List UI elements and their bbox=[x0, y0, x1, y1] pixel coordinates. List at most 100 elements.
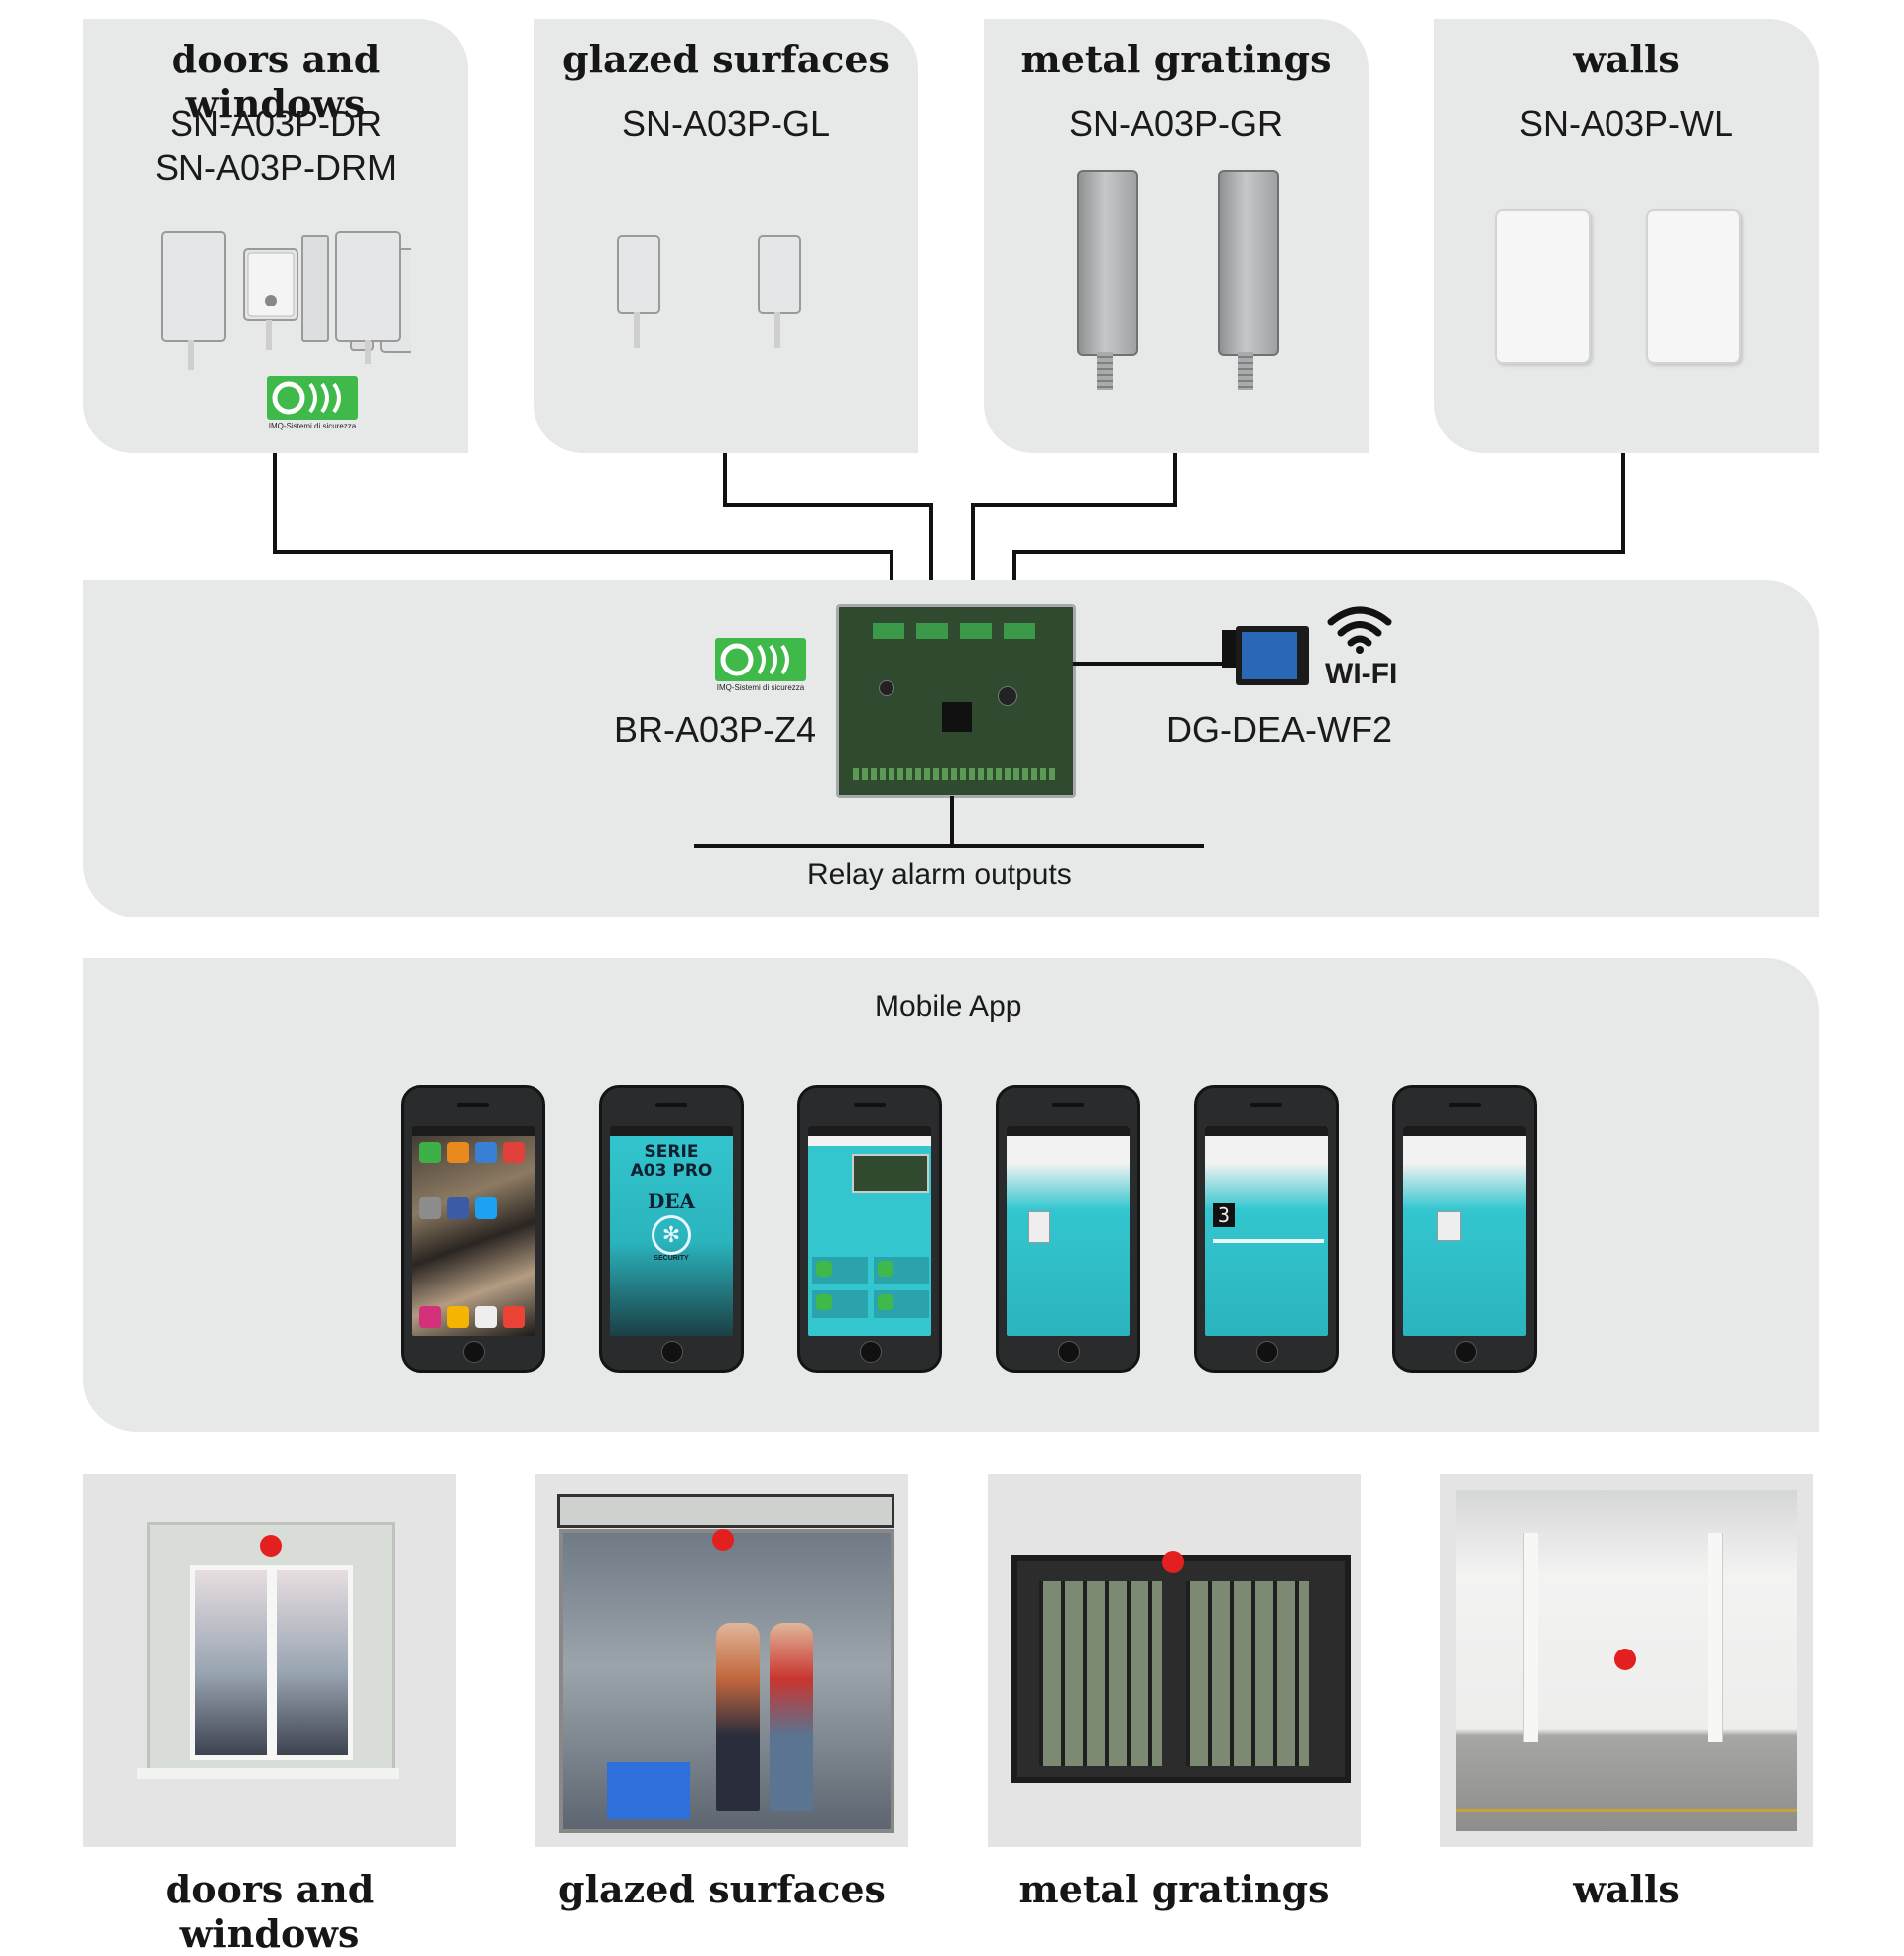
sensor-cable bbox=[774, 312, 780, 348]
sensor-thumbnail bbox=[1028, 1211, 1050, 1243]
application-title: metal gratings bbox=[1018, 1867, 1330, 1911]
floor-line bbox=[1456, 1809, 1797, 1812]
sensor-cable bbox=[1097, 352, 1113, 390]
app-icon bbox=[419, 1142, 441, 1163]
sensor-location-marker bbox=[1162, 1551, 1184, 1573]
app-icon bbox=[419, 1197, 441, 1219]
terminal-block bbox=[960, 623, 992, 639]
wire bbox=[971, 503, 1177, 507]
mannequin bbox=[716, 1623, 760, 1811]
sensor-location-marker bbox=[712, 1529, 734, 1551]
phone-screen: SERIE A03 PRO DEA ✻ SECURITY bbox=[610, 1126, 733, 1336]
sensor-code-line: SN-A03P-DRM bbox=[154, 147, 398, 187]
application-title: doors and windows bbox=[165, 1867, 375, 1956]
window-pane bbox=[1039, 1581, 1162, 1766]
capacitor bbox=[998, 686, 1017, 706]
splash-sub: SECURITY bbox=[654, 1255, 689, 1262]
mannequin bbox=[770, 1623, 813, 1811]
app-icon bbox=[475, 1197, 497, 1219]
status-bar bbox=[610, 1126, 733, 1136]
level-digit: 3 bbox=[1213, 1203, 1235, 1227]
app-icon bbox=[503, 1306, 525, 1328]
wire bbox=[890, 550, 893, 604]
warehouse-pillar bbox=[1523, 1533, 1538, 1742]
sensor-title: metal gratings bbox=[1020, 37, 1332, 81]
phone-screen bbox=[1403, 1126, 1526, 1336]
app-header bbox=[808, 1136, 931, 1146]
phone-zone-screen bbox=[996, 1085, 1140, 1373]
imq-logo bbox=[715, 638, 806, 681]
wire bbox=[1621, 453, 1625, 554]
sensor-code: SN-A03P-GL bbox=[534, 102, 918, 146]
sensor-cable bbox=[634, 312, 640, 348]
sensor-location-marker bbox=[260, 1535, 282, 1557]
wifi-module bbox=[1236, 626, 1309, 685]
phone-splash-screen: SERIE A03 PRO DEA ✻ SECURITY bbox=[599, 1085, 744, 1373]
display-box bbox=[607, 1762, 690, 1819]
sensor-code: SN-A03P-WL bbox=[1434, 102, 1819, 146]
door-sensor-image bbox=[161, 231, 226, 342]
phone-screen: 3 bbox=[1205, 1126, 1328, 1336]
status-bar bbox=[1205, 1126, 1328, 1136]
ok-icon bbox=[816, 1294, 832, 1310]
phone-speaker bbox=[457, 1103, 489, 1107]
wire bbox=[1173, 453, 1177, 507]
phone-speaker bbox=[854, 1103, 886, 1107]
home-button bbox=[1256, 1341, 1278, 1363]
application-title: walls bbox=[1573, 1867, 1680, 1911]
wire bbox=[1012, 550, 1016, 604]
sensor-location-marker bbox=[1614, 1649, 1636, 1670]
mobile-app-panel: Mobile App bbox=[83, 958, 1819, 1432]
phone-dashboard-screen bbox=[797, 1085, 942, 1373]
wire bbox=[1012, 550, 1625, 554]
imq-caption: IMQ-Sistemi di sicurezza bbox=[716, 683, 805, 692]
phone-screen bbox=[1007, 1126, 1130, 1336]
sensor-code-line: SN-A03P-GL bbox=[621, 103, 831, 144]
app-icon bbox=[447, 1306, 469, 1328]
phone-alarm-screen bbox=[1392, 1085, 1537, 1373]
mobile-app-title: Mobile App bbox=[875, 990, 1022, 1023]
sensor-title: glazed surfaces bbox=[562, 37, 890, 81]
sensor-panel-glazed: glazed surfaces SN-A03P-GL bbox=[534, 19, 918, 453]
window-sill bbox=[137, 1768, 399, 1779]
wire bbox=[273, 550, 893, 554]
relay-label: Relay alarm outputs bbox=[807, 858, 1072, 891]
board-thumbnail bbox=[852, 1154, 929, 1193]
warehouse-pillar bbox=[1708, 1533, 1723, 1742]
wire bbox=[929, 503, 933, 604]
sensitivity-slider bbox=[1213, 1239, 1324, 1243]
sensor-panel-walls: walls SN-A03P-WL bbox=[1434, 19, 1819, 453]
phone-screen bbox=[808, 1126, 931, 1336]
sensor-title: doors and windows bbox=[171, 37, 381, 126]
terminal-block bbox=[873, 623, 904, 639]
ok-icon bbox=[816, 1261, 832, 1277]
home-button bbox=[1455, 1341, 1477, 1363]
wire bbox=[950, 796, 954, 848]
app-icon bbox=[447, 1197, 469, 1219]
splash-title: SERIE bbox=[644, 1142, 699, 1161]
phone-home-screen bbox=[401, 1085, 545, 1373]
grating-sensor-image bbox=[1218, 170, 1279, 356]
wire bbox=[971, 503, 975, 604]
phone-speaker bbox=[655, 1103, 687, 1107]
imq-caption: IMQ-Sistemi di sicurezza bbox=[268, 422, 357, 430]
board-label: BR-A03P-Z4 bbox=[614, 709, 817, 750]
sensor-thumbnail bbox=[1437, 1211, 1461, 1241]
sensor-cable bbox=[365, 340, 371, 364]
app-icon bbox=[475, 1142, 497, 1163]
application-title: glazed surfaces bbox=[558, 1867, 886, 1911]
sensor-code: SN-A03P-GR bbox=[984, 102, 1368, 146]
home-button bbox=[463, 1341, 485, 1363]
status-bar bbox=[1007, 1126, 1130, 1136]
sensor-cable bbox=[1238, 352, 1253, 390]
circuit-board bbox=[836, 604, 1076, 798]
wall-sensor-image bbox=[1646, 209, 1741, 364]
photo-doors-windows bbox=[83, 1474, 456, 1847]
photo-glazed-surfaces bbox=[536, 1474, 908, 1847]
app-icon bbox=[447, 1142, 469, 1163]
status-bar bbox=[1403, 1126, 1526, 1136]
splash-brand: DEA bbox=[647, 1189, 696, 1213]
sensor-code-line: SN-A03P-GR bbox=[1068, 103, 1284, 144]
home-button bbox=[661, 1341, 683, 1363]
app-icon bbox=[419, 1306, 441, 1328]
